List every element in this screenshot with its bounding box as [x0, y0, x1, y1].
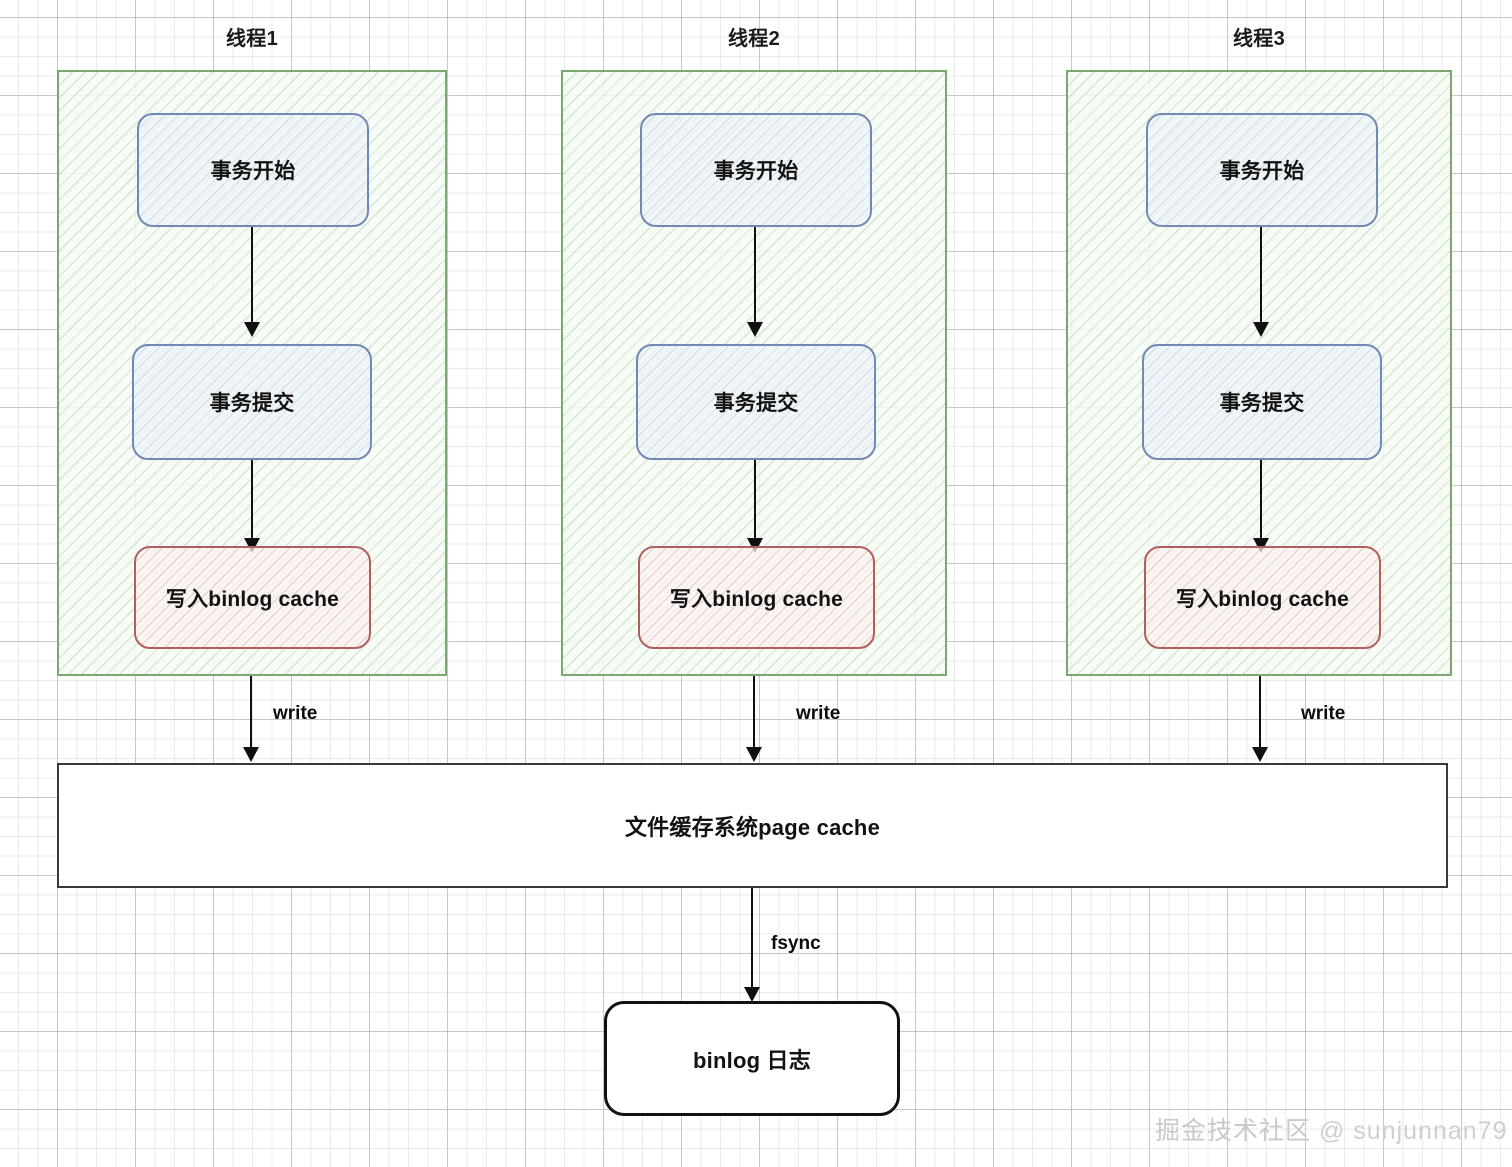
node-transaction-commit-1: 事务提交 — [132, 344, 372, 460]
node-transaction-commit-2: 事务提交 — [636, 344, 876, 460]
edge-label-write-3: write — [1301, 703, 1346, 724]
node-binlog-file: binlog 日志 — [604, 1001, 900, 1116]
edge-label-write-1: write — [273, 703, 318, 724]
arrow-pagecache-to-binlog — [751, 888, 754, 988]
node-transaction-start-2: 事务开始 — [640, 113, 872, 227]
arrow-lane1-to-pagecache — [250, 676, 253, 748]
arrowhead-lane3-to-pagecache — [1251, 747, 1268, 762]
arrow-start-to-commit-2 — [754, 227, 757, 323]
node-transaction-start-3: 事务开始 — [1146, 113, 1378, 227]
arrowhead-pagecache-to-binlog — [743, 987, 760, 1002]
watermark: 掘金技术社区 @ sunjunnan79 — [1155, 1111, 1507, 1147]
node-page-cache: 文件缓存系统page cache — [57, 763, 1448, 888]
arrow-lane3-to-pagecache — [1259, 676, 1262, 748]
arrow-start-to-commit-1 — [251, 227, 254, 323]
arrow-lane2-to-pagecache — [753, 676, 756, 748]
arrow-commit-to-cache-3 — [1260, 460, 1263, 539]
thread-title-1: 线程1 — [225, 28, 279, 50]
node-transaction-start-1: 事务开始 — [137, 113, 369, 227]
watermark-site: 掘金技术社区 — [1155, 1117, 1312, 1145]
node-write-binlog-cache-2: 写入binlog cache — [638, 546, 875, 649]
edge-label-fsync: fsync — [771, 933, 821, 954]
edge-label-write-2: write — [796, 703, 841, 724]
thread-title-2: 线程2 — [727, 28, 781, 50]
watermark-handle: @ sunjunnan79 — [1318, 1117, 1508, 1145]
node-write-binlog-cache-3: 写入binlog cache — [1144, 546, 1381, 649]
thread-title-3: 线程3 — [1232, 28, 1286, 50]
arrow-commit-to-cache-2 — [754, 460, 757, 539]
arrowhead-lane2-to-pagecache — [745, 747, 762, 762]
arrowhead-lane1-to-pagecache — [242, 747, 259, 762]
arrowhead-start-to-commit-1 — [243, 322, 260, 337]
node-transaction-commit-3: 事务提交 — [1142, 344, 1382, 460]
arrowhead-start-to-commit-2 — [746, 322, 763, 337]
node-write-binlog-cache-1: 写入binlog cache — [134, 546, 371, 649]
arrow-commit-to-cache-1 — [251, 460, 254, 539]
arrowhead-start-to-commit-3 — [1252, 322, 1269, 337]
arrow-start-to-commit-3 — [1260, 227, 1263, 323]
